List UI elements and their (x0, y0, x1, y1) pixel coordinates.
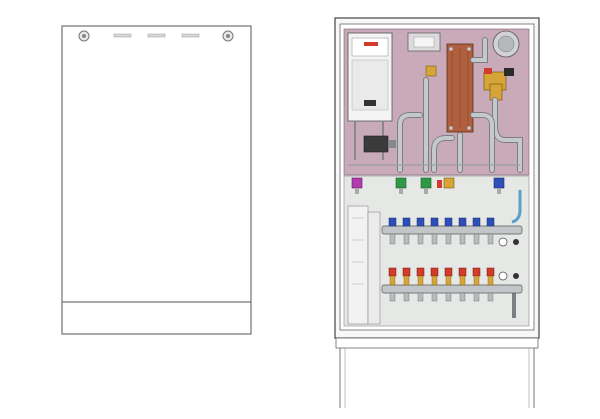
pipework-upper (347, 37, 523, 173)
vent-slot (147, 33, 166, 38)
lock-icon (78, 30, 90, 42)
loop-valve-red (430, 267, 439, 302)
manifold-bar (381, 225, 523, 235)
loop-valve-red (458, 267, 467, 302)
cabinet-door (61, 25, 252, 335)
brass-valve-small (425, 65, 437, 77)
open-cabinet (334, 17, 540, 408)
riser-pipe (511, 190, 522, 318)
boiler-unit (347, 32, 393, 160)
loop-valve-red (416, 267, 425, 302)
loop-valve-blue (402, 217, 411, 245)
valve-magenta (351, 177, 363, 194)
loop-valve-red (388, 267, 397, 302)
manifold-gauges (498, 237, 519, 281)
lock-icon (222, 30, 234, 42)
loop-valve-red (472, 267, 481, 302)
heat-exchanger (446, 43, 474, 133)
cabinet-legs (335, 337, 539, 408)
valve-green-1 (395, 177, 407, 194)
manifold-supply (381, 217, 523, 245)
expansion-vessel (492, 30, 520, 58)
loop-valve-blue (472, 217, 481, 245)
mixing-valve (483, 68, 514, 101)
loop-valve-red (486, 267, 495, 302)
valve-green-2 (420, 177, 432, 194)
loop-valve-blue (444, 217, 453, 245)
connection-valves (351, 177, 505, 194)
loop-valve-blue (430, 217, 439, 245)
mounting-rail (347, 205, 381, 325)
loop-valve-blue (458, 217, 467, 245)
manifold-return (381, 267, 523, 302)
loop-valve-red (402, 267, 411, 302)
loop-valve-blue (388, 217, 397, 245)
circulation-pump (363, 135, 396, 153)
valve-brass (437, 177, 455, 189)
loop-valve-red (444, 267, 453, 302)
loop-valve-blue (416, 217, 425, 245)
manifold-bar (381, 284, 523, 294)
valve-blue (493, 177, 505, 194)
vent-slot (181, 33, 200, 38)
loop-valve-blue (486, 217, 495, 245)
vent-slot (113, 33, 132, 38)
control-box (407, 32, 441, 52)
closed-cabinet (61, 25, 252, 335)
